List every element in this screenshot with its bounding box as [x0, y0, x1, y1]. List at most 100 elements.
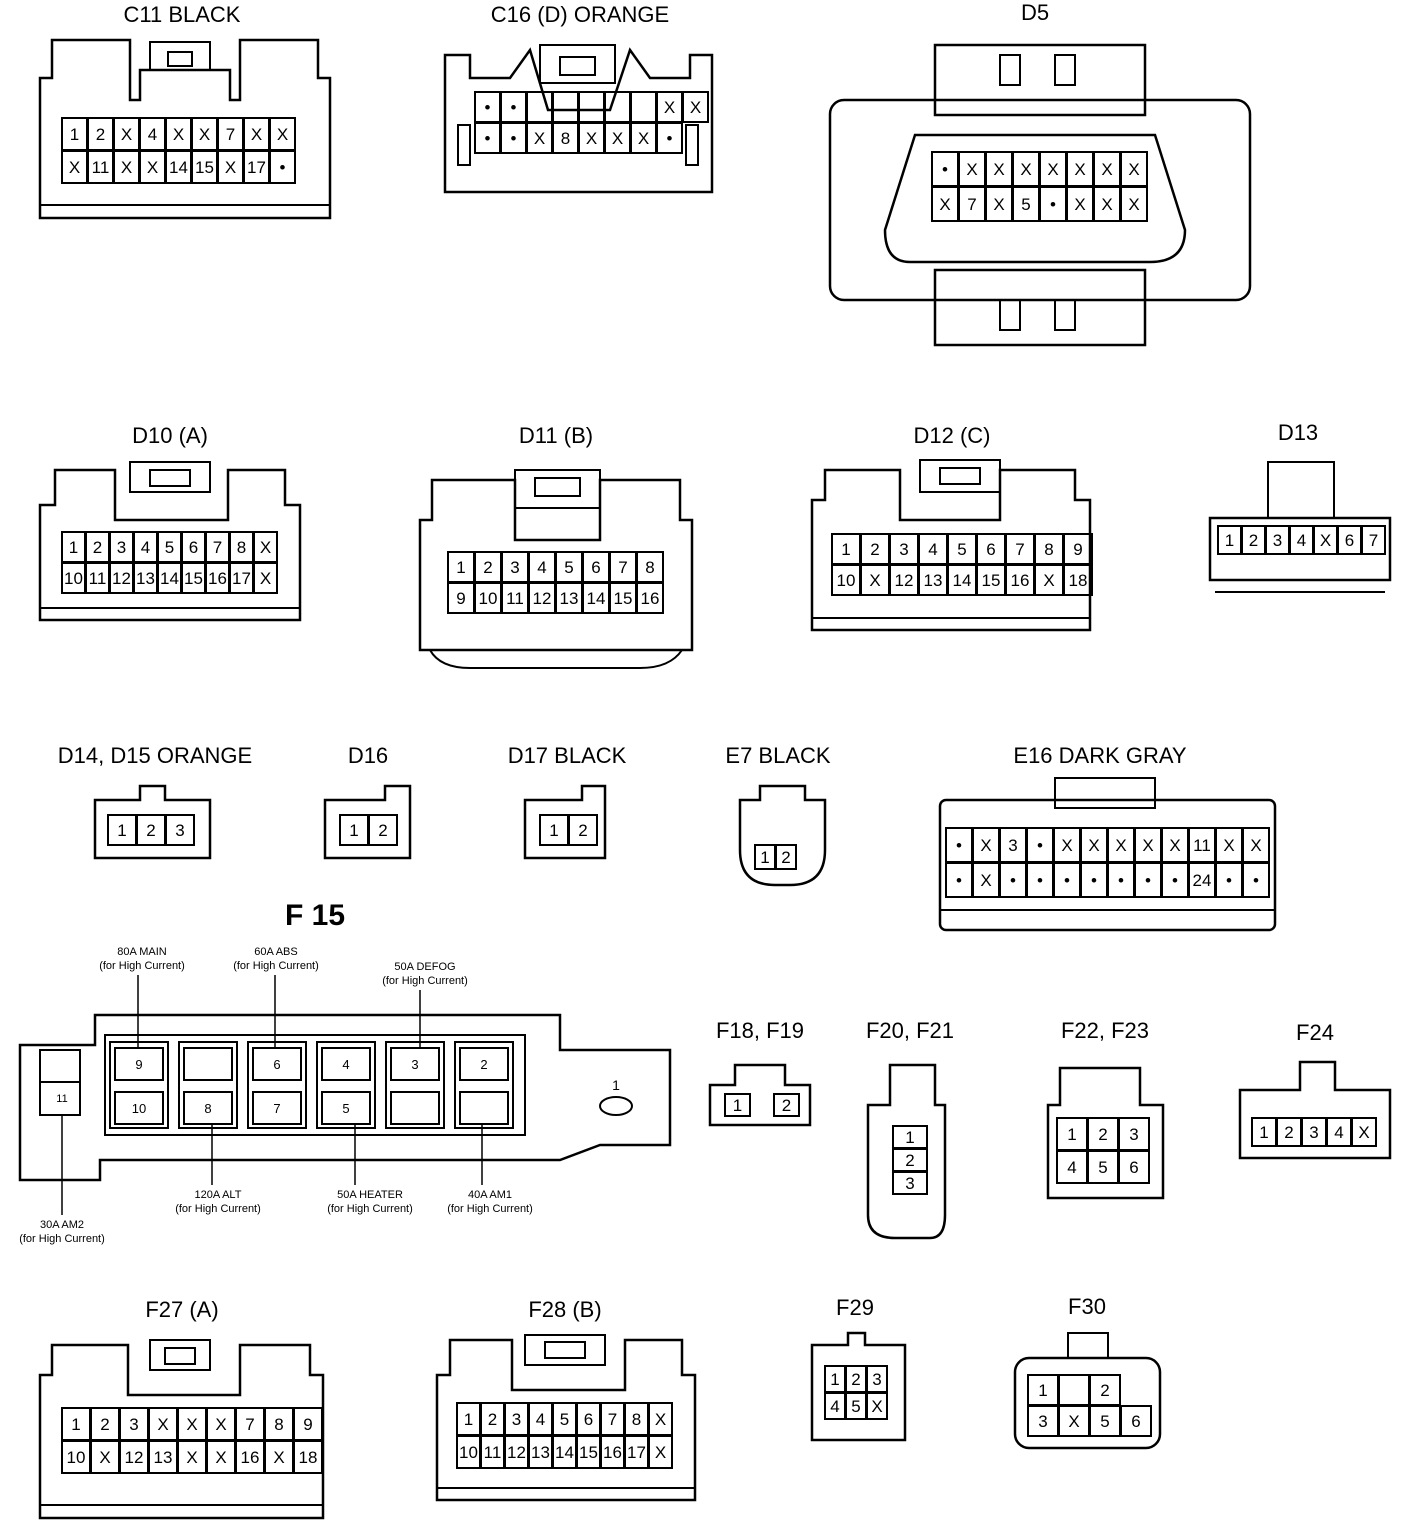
pin-cell: X — [985, 186, 1013, 222]
pin-label: • — [511, 98, 517, 117]
pin-cell: • — [945, 862, 973, 898]
pin-cell: X — [630, 122, 657, 154]
fuse-rating: 80A MAIN — [117, 946, 167, 958]
pin-cell: 13 — [133, 562, 158, 594]
pin-cell: X — [648, 1402, 673, 1436]
pin-cell: X — [253, 531, 278, 563]
pin-cell: X — [1066, 151, 1094, 187]
pin-cell: 7 — [205, 531, 230, 563]
pin-cell: X — [682, 91, 709, 123]
pin-cell: • — [945, 827, 973, 863]
pin-cell: 1 — [61, 531, 86, 563]
pin-label: X — [664, 98, 675, 117]
pin-label: X — [1020, 160, 1031, 179]
pin-label: X — [157, 1415, 168, 1434]
pin-label: • — [1037, 871, 1043, 890]
pin-label: • — [1253, 871, 1259, 890]
pin-cell: 14 — [552, 1435, 577, 1469]
pin-cell: X — [1012, 151, 1040, 187]
fuse-slot: 8 — [178, 1041, 238, 1129]
pin-cell: 1 — [1056, 1117, 1088, 1151]
pin-cell: X — [1107, 827, 1135, 863]
pin-cell: 8 — [552, 122, 579, 154]
fuse-rating: 40A AM1 — [468, 1189, 512, 1201]
fuse-slot-label: 2 — [480, 1057, 487, 1072]
pin-cell: 4 — [918, 533, 948, 565]
fuse-label: 40A AM1(for High Current) — [447, 1125, 533, 1215]
pin-cell: 11 — [501, 582, 529, 614]
pin-label: X — [1142, 836, 1153, 855]
pin-label: • — [1226, 871, 1232, 890]
pin-cell: 2 — [1241, 525, 1266, 555]
pin-cell: 2 — [474, 551, 502, 583]
pin-label: X — [1047, 160, 1058, 179]
pin-cell: 11 — [1188, 827, 1216, 863]
pin-cell: • — [1026, 862, 1054, 898]
pin-label: 3 — [1038, 1412, 1047, 1431]
pin-label: 14 — [555, 1443, 574, 1462]
fuse-slot-label: 5 — [342, 1101, 349, 1116]
pin-cell: 2 — [773, 1093, 800, 1117]
fuse-rating: 60A ABS — [254, 946, 297, 958]
pin-label: 4 — [1297, 531, 1306, 550]
connector-title-f29: F29 — [836, 1295, 874, 1320]
pin-cell: 1 — [447, 551, 475, 583]
pin-cell: X — [177, 1407, 207, 1441]
pin-label: • — [1145, 871, 1151, 890]
pin-cell: 18 — [293, 1440, 323, 1474]
pin-cell: • — [1026, 827, 1054, 863]
pin-cell: X — [113, 150, 140, 184]
pin-label: • — [485, 98, 491, 117]
pin-cell: X — [1134, 827, 1162, 863]
pin-label: X — [1128, 195, 1139, 214]
pin-label: 4 — [830, 1397, 839, 1416]
pin-label: X — [1074, 160, 1085, 179]
pin-label: 17 — [247, 158, 266, 177]
pin-cell: X — [243, 117, 270, 151]
pin-cell: 5 — [1012, 186, 1040, 222]
pin-cell: 8 — [624, 1402, 649, 1436]
pin-label: 16 — [641, 589, 660, 608]
connector-title-d10: D10 (A) — [132, 423, 208, 448]
pin-cell: 7 — [217, 117, 244, 151]
pin-label: 10 — [64, 569, 83, 588]
pin-cell: 5 — [552, 1402, 577, 1436]
pin-cell: 7 — [1361, 525, 1386, 555]
pin-label: • — [1064, 871, 1070, 890]
pin-label: 10 — [459, 1443, 478, 1462]
pin-label: 5 — [1021, 195, 1030, 214]
pin-cell: 1 — [892, 1125, 928, 1149]
pin-label: X — [534, 129, 545, 148]
pin-cell: X — [1093, 186, 1121, 222]
pin-label: 13 — [560, 589, 579, 608]
pin-label: X — [69, 158, 80, 177]
pin-label: 2 — [905, 1151, 914, 1170]
pin-cell: 8 — [1034, 533, 1064, 565]
pin-cell: 4 — [1326, 1117, 1352, 1147]
pin-cell: X — [931, 186, 959, 222]
pin-label: 14 — [953, 571, 972, 590]
connector-title-c11: C11 BLACK — [124, 2, 241, 27]
pin-cell: X — [958, 151, 986, 187]
pin-label: 3 — [872, 1370, 881, 1389]
pin-cell: • — [1215, 862, 1243, 898]
pin-cell: 11 — [85, 562, 110, 594]
pin-cell — [604, 91, 631, 123]
pin-label: 12 — [895, 571, 914, 590]
pin-cell: 11 — [480, 1435, 505, 1469]
pin-cell: 2 — [1087, 1117, 1119, 1151]
pin-label: 2 — [378, 821, 387, 840]
pin-label: 11 — [89, 569, 107, 588]
fuse-side-bottom: 11 — [56, 1093, 67, 1105]
fuse-slot: 2 — [454, 1041, 514, 1129]
pin-label: X — [939, 195, 950, 214]
fuse-rating: 50A DEFOG — [394, 961, 455, 973]
pin-cell: 14 — [947, 564, 977, 596]
pin-cell: X — [165, 117, 192, 151]
pin-cell: 8 — [636, 551, 664, 583]
